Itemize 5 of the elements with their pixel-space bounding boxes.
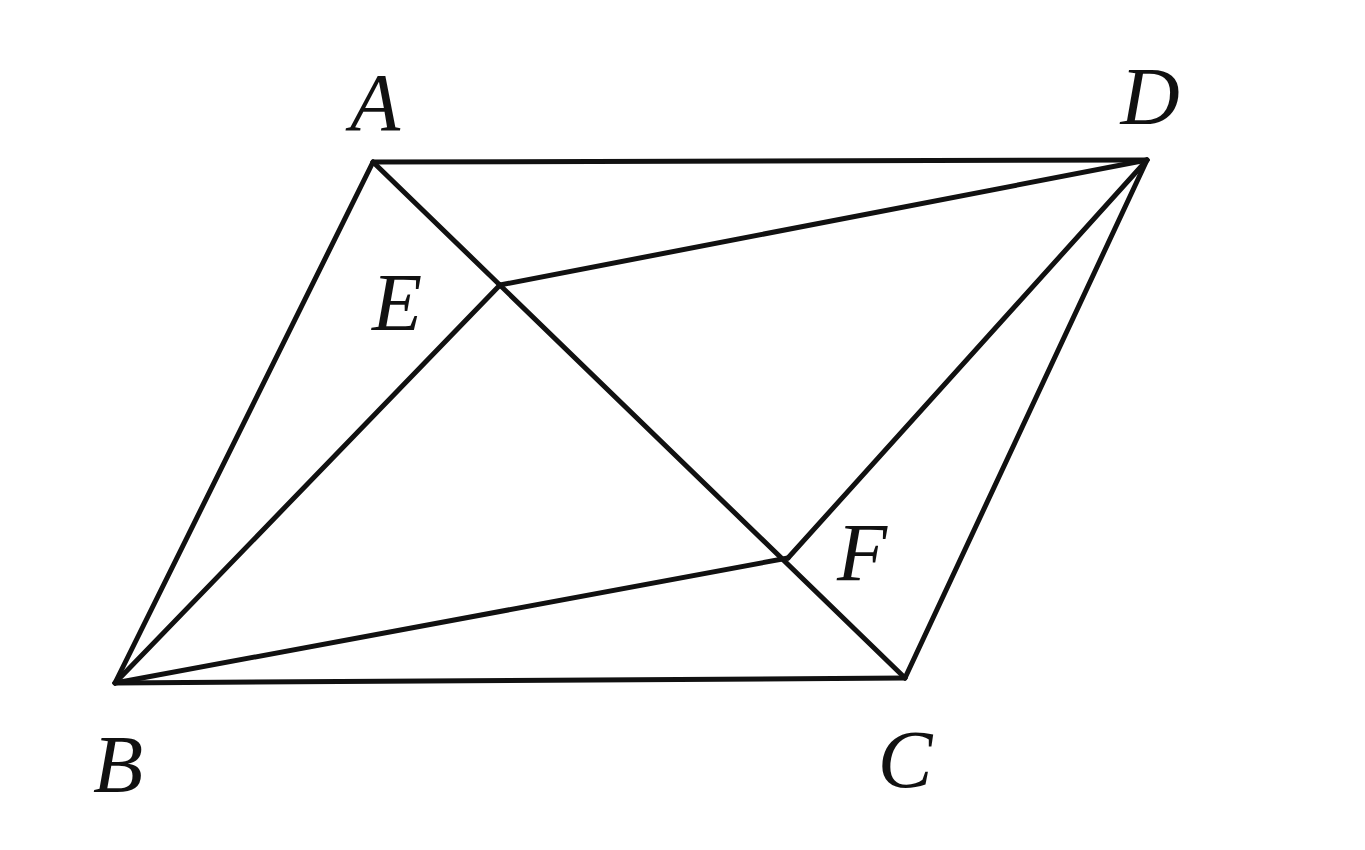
point-label: E xyxy=(371,262,423,344)
point-label: F xyxy=(836,512,888,594)
point-label: D xyxy=(1120,56,1180,138)
point-label: C xyxy=(877,719,933,801)
point-label: B xyxy=(92,724,144,806)
